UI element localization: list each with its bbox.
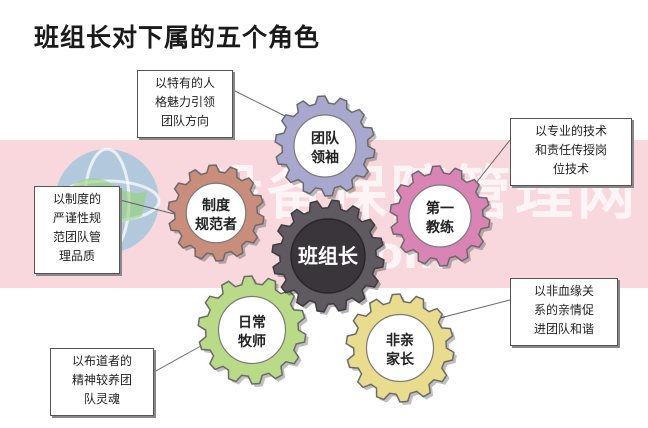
role-gear-label: 领袖 — [311, 149, 339, 166]
role-gear-label: 家长 — [386, 351, 415, 368]
connector-line — [232, 89, 294, 121]
callout-line: 以制度的 — [52, 192, 101, 206]
callout-line: 以非血缘关 — [533, 284, 594, 298]
role-gear-label: 教练 — [426, 219, 454, 236]
role-gear-label: 非亲 — [386, 332, 414, 349]
callout-line: 严谨性规 — [52, 211, 101, 225]
role-gear-label: 日常 — [238, 314, 266, 331]
connector-line — [439, 299, 511, 319]
callout-line: 范团队管 — [52, 230, 101, 244]
role-callout: 以布道者的精神较养团队灵魂 — [50, 348, 154, 416]
role-callout: 以专业的技术和责任传授岗位技术 — [510, 118, 632, 186]
connector-line — [471, 139, 511, 189]
callout-line: 队灵魂 — [83, 392, 120, 406]
callout-line: 以专业的技术 — [534, 124, 607, 138]
role-gear-label: 规范者 — [195, 216, 237, 233]
callout-line: 系的亲情促 — [533, 303, 594, 317]
connector-line — [153, 341, 209, 373]
role-gear-label: 团队 — [311, 130, 340, 147]
callout-line: 团队方向 — [160, 114, 209, 128]
callout-line: 进团队和谐 — [533, 322, 594, 336]
connector-lines — [119, 89, 511, 373]
callout-line: 精神较养团 — [71, 373, 132, 387]
role-callout: 以非血缘关系的亲情促进团队和谐 — [510, 278, 618, 346]
callout-line: 以布道者的 — [71, 354, 132, 368]
callout-line: 格魅力引领 — [154, 95, 215, 109]
page-title: 班组长对下属的五个角色 — [34, 23, 321, 52]
role-callout: 以特有的人格魅力引领团队方向 — [137, 70, 233, 138]
callout-line: 以特有的人 — [154, 76, 215, 90]
center-gear: 班组长 — [271, 199, 387, 315]
role-gear-label: 第一 — [426, 200, 454, 217]
callout-line: 理品质 — [58, 249, 95, 263]
callout-line: 和责任传授岗 — [534, 143, 607, 157]
role-gear-label: 牧师 — [238, 333, 266, 350]
callout-line: 位技术 — [552, 162, 589, 176]
role-callout: 以制度的严谨性规范团队管理品质 — [34, 186, 120, 274]
center-gear-label: 班组长 — [298, 244, 359, 268]
role-gear-label: 制度 — [202, 197, 231, 214]
connector-line — [119, 199, 179, 216]
